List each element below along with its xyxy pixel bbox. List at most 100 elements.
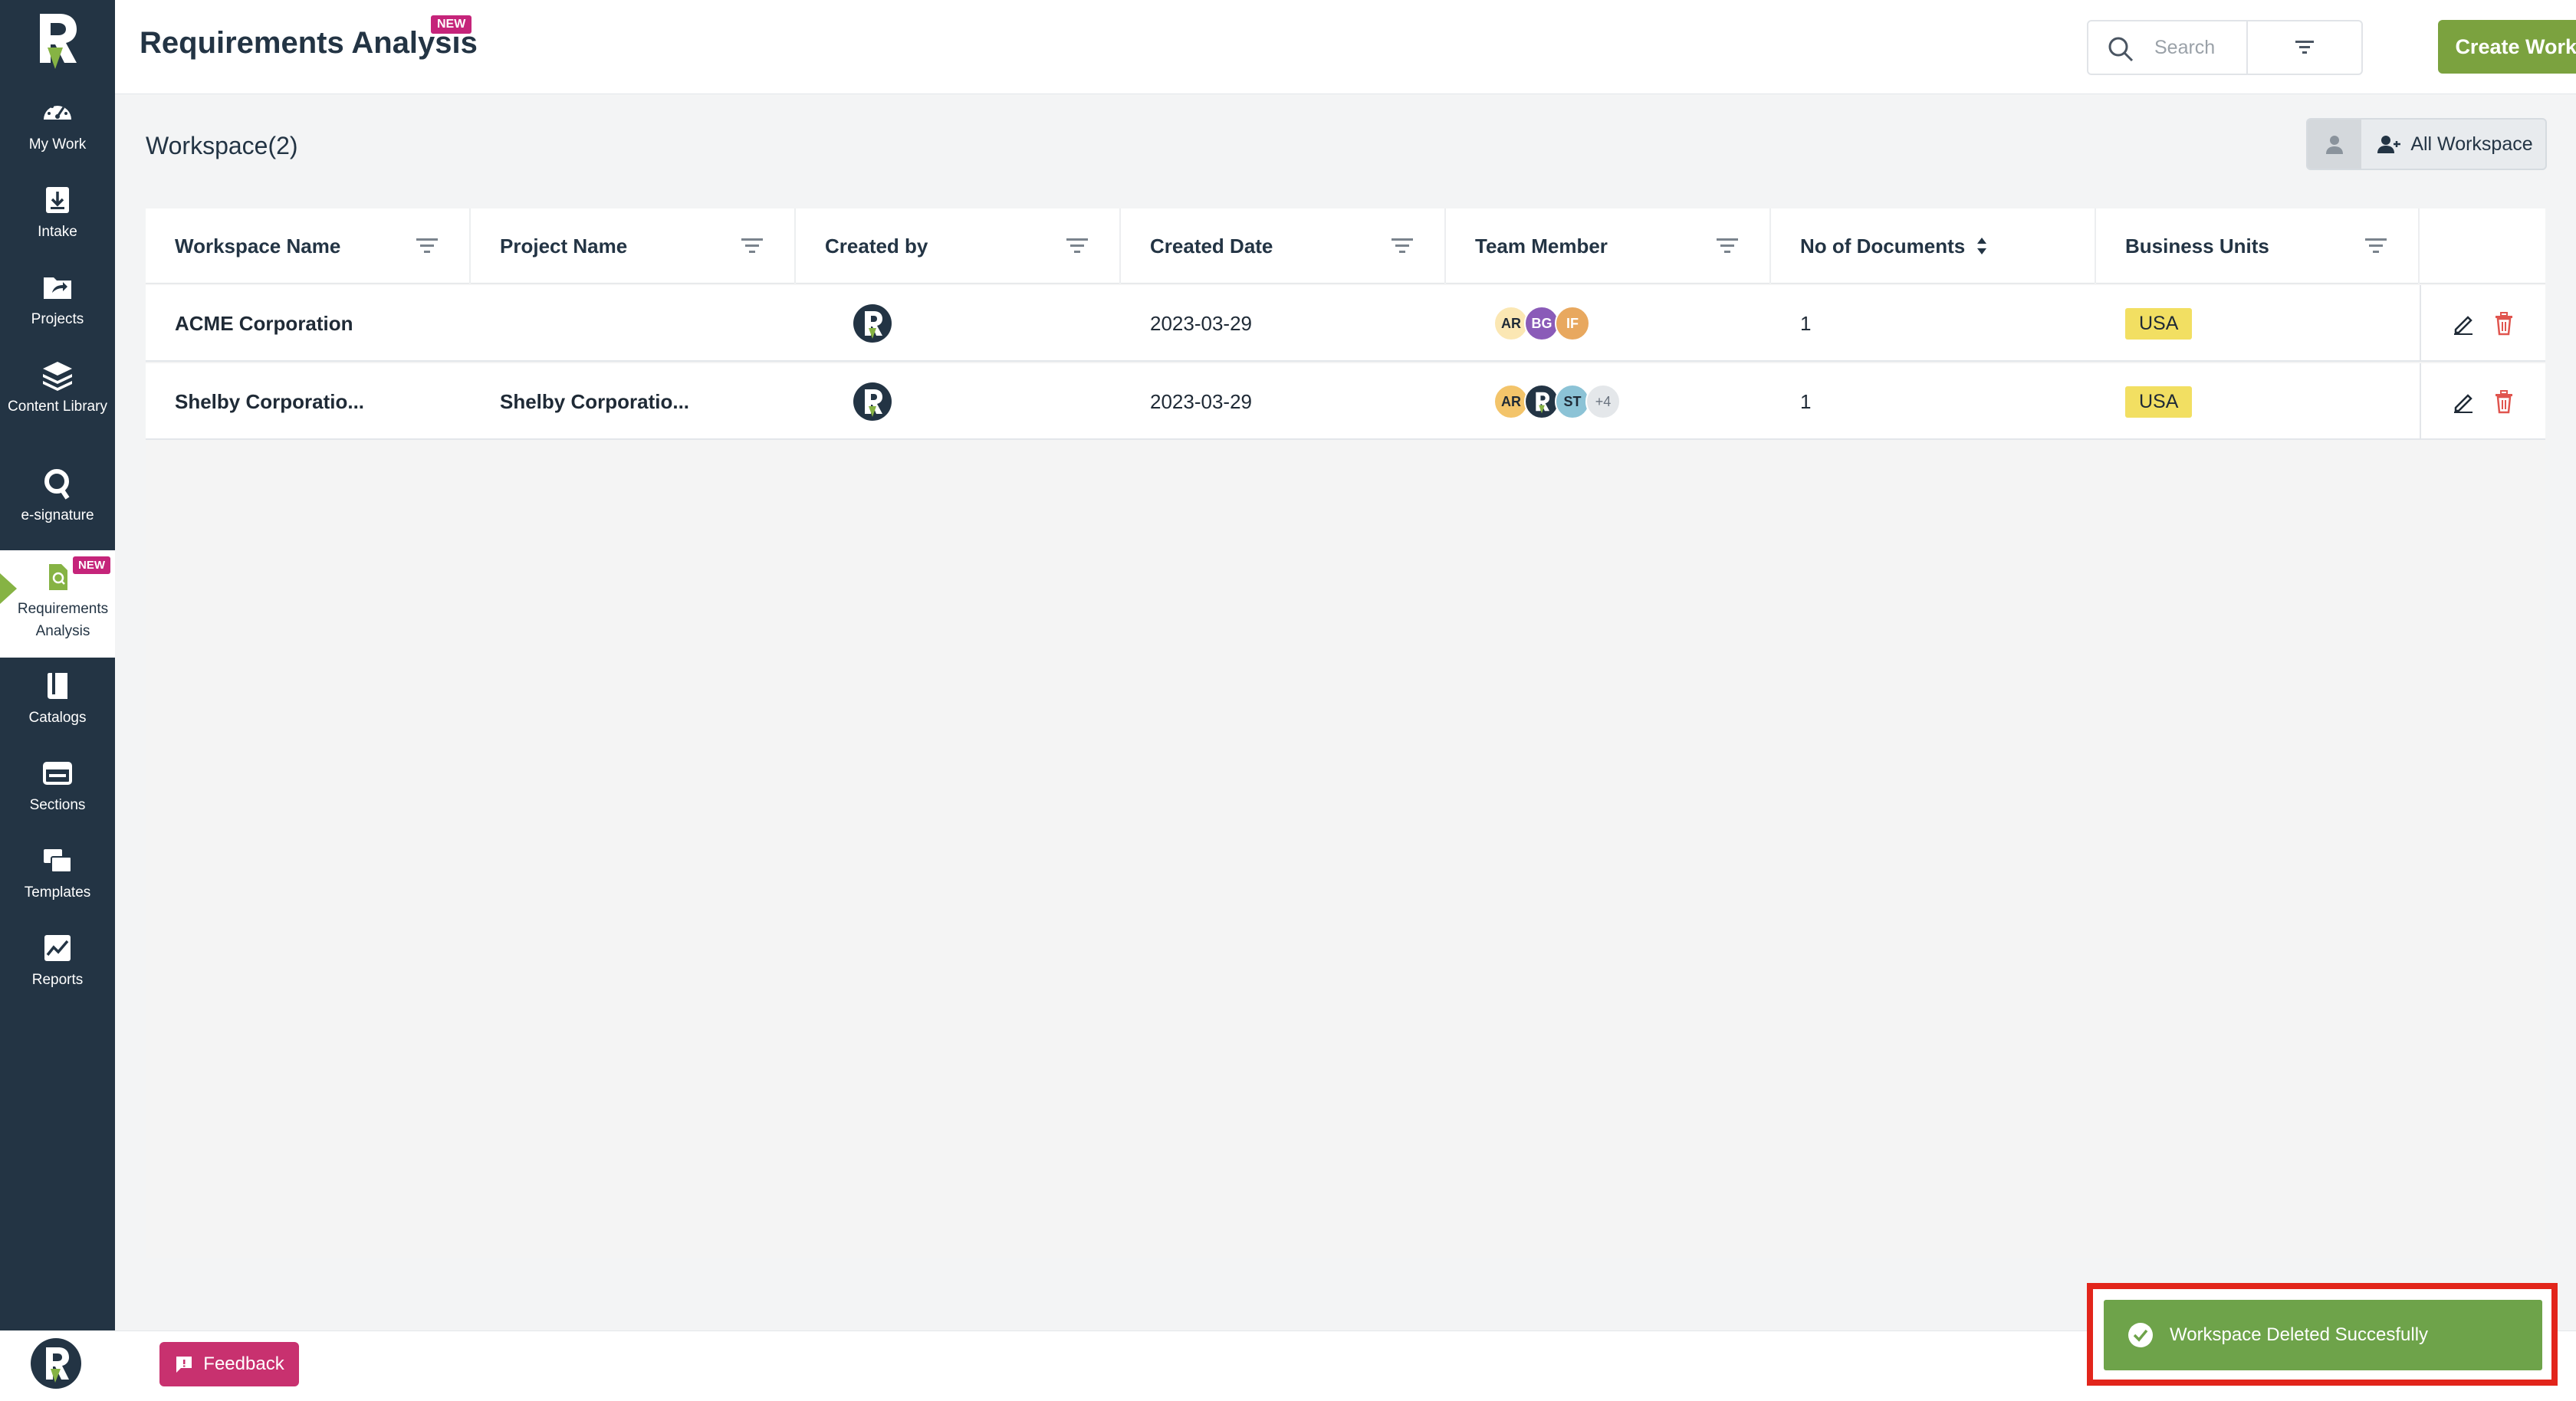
- column-team-member[interactable]: Team Member: [1446, 208, 1771, 284]
- rfp-logo-icon: [1536, 392, 1549, 414]
- sidebar-item-catalogs[interactable]: Catalogs: [0, 668, 115, 745]
- created-by-cell: [796, 363, 1121, 440]
- column-filter-icon[interactable]: [1064, 233, 1090, 259]
- workspace-name-cell[interactable]: Shelby Corporatio...: [175, 389, 365, 413]
- avatar-more-count[interactable]: +4: [1585, 384, 1621, 419]
- filter-icon: [2295, 41, 2314, 54]
- delete-icon[interactable]: [2492, 389, 2515, 414]
- templates-icon: [44, 849, 72, 873]
- avatar: BG: [1524, 306, 1559, 341]
- column-created-date[interactable]: Created Date: [1121, 208, 1446, 284]
- page-title: Requirements Analysis: [140, 26, 478, 60]
- document-analysis-icon: [49, 564, 67, 590]
- team-member-cell[interactable]: AR BG IF: [1446, 285, 1771, 362]
- new-badge: NEW: [431, 15, 472, 34]
- workspace-count-title: Workspace(2): [146, 132, 298, 159]
- documents-count-cell: 1: [1800, 311, 1812, 335]
- workspace-scope-toggle: All Workspace: [2306, 118, 2547, 170]
- avatar: ST: [1555, 384, 1590, 419]
- rfp-logo-icon[interactable]: [29, 1337, 83, 1390]
- users-icon: [2377, 136, 2401, 153]
- column-workspace-name[interactable]: Workspace Name: [146, 208, 471, 284]
- sidebar-item-sections[interactable]: Sections: [0, 756, 115, 832]
- new-badge: NEW: [73, 556, 110, 574]
- project-name-cell: Shelby Corporatio...: [500, 389, 690, 413]
- page-header: Requirements Analysis NEW Create Workspa…: [115, 0, 2576, 94]
- rfp-logo-icon[interactable]: [29, 9, 84, 71]
- created-date-cell: 2023-03-29: [1150, 311, 1252, 335]
- edit-icon[interactable]: [2451, 311, 2476, 336]
- signature-icon: [44, 469, 70, 500]
- search-input[interactable]: [2154, 32, 2262, 63]
- creator-avatar-icon: [853, 382, 892, 421]
- business-unit-cell: USA: [2096, 285, 2420, 362]
- sidebar-item-reports[interactable]: Reports: [0, 930, 115, 1007]
- search-divider: [2246, 21, 2248, 75]
- search-box[interactable]: [2087, 20, 2363, 75]
- created-date-cell: 2023-03-29: [1150, 389, 1252, 413]
- sidebar-item-label: Content Library: [8, 399, 107, 415]
- column-filter-icon[interactable]: [1714, 233, 1740, 259]
- delete-icon[interactable]: [2492, 311, 2515, 336]
- business-unit-badge: USA: [2125, 307, 2193, 340]
- toast-highlight: Workspace Deleted Succesfully: [2087, 1283, 2558, 1386]
- created-by-cell: [796, 285, 1121, 362]
- sidebar-item-intake[interactable]: Intake: [0, 182, 115, 259]
- sidebar-item-label: Catalogs: [28, 710, 87, 726]
- sidebar-item-label: Templates: [24, 884, 91, 901]
- toast-message: Workspace Deleted Succesfully: [2170, 1324, 2429, 1345]
- check-circle-icon: [2128, 1323, 2153, 1347]
- create-workspace-button[interactable]: Create Workspace: [2438, 20, 2576, 74]
- sidebar-item-my-work[interactable]: My Work: [0, 95, 115, 172]
- edit-icon[interactable]: [2451, 389, 2476, 414]
- all-workspace-toggle[interactable]: All Workspace: [2363, 120, 2545, 169]
- table-header: Workspace Name Project Name Created by C…: [146, 208, 2545, 284]
- feedback-label: Feedback: [203, 1353, 284, 1374]
- sidebar-item-label: My Work: [28, 136, 87, 153]
- table-row[interactable]: Shelby Corporatio... Shelby Corporatio..…: [146, 363, 2545, 440]
- sidebar-item-e-signature[interactable]: e-signature: [0, 466, 115, 543]
- project-name-cell: [471, 285, 796, 362]
- business-unit-cell: USA: [2096, 363, 2420, 440]
- all-workspace-label: All Workspace: [2410, 133, 2533, 155]
- sidebar-item-templates[interactable]: Templates: [0, 843, 115, 920]
- search-icon: [2108, 37, 2134, 62]
- sidebar-item-label: Projects: [31, 311, 84, 327]
- speedometer-icon: [44, 103, 71, 120]
- column-filter-icon[interactable]: [414, 233, 440, 259]
- column-business-units[interactable]: Business Units: [2096, 208, 2420, 284]
- sidebar-item-label: e-signature: [21, 507, 94, 523]
- sidebar-bottom: [0, 1330, 115, 1401]
- row-actions: [2420, 285, 2545, 362]
- team-member-cell[interactable]: AR ST +4: [1446, 363, 1771, 440]
- book-icon: [48, 673, 67, 699]
- filter-button[interactable]: [2249, 21, 2360, 74]
- business-unit-badge: USA: [2125, 386, 2193, 418]
- sidebar-item-requirements-analysis[interactable]: NEW Requirements Analysis: [0, 550, 115, 658]
- sidebar-item-content-library[interactable]: Content Library: [0, 357, 115, 455]
- sidebar-item-label: Reports: [31, 972, 84, 988]
- creator-avatar-icon: [853, 304, 892, 343]
- sidebar-item-label: Intake: [38, 224, 77, 240]
- feedback-button[interactable]: Feedback: [159, 1342, 299, 1386]
- sections-icon: [43, 762, 72, 785]
- sidebar: My Work Intake Projects Content Library …: [0, 0, 115, 1401]
- column-filter-icon[interactable]: [1389, 233, 1415, 259]
- success-toast[interactable]: Workspace Deleted Succesfully: [2104, 1300, 2542, 1370]
- sort-icon[interactable]: [1974, 235, 1990, 258]
- chart-line-icon: [44, 935, 71, 961]
- sidebar-item-label: Sections: [29, 797, 86, 813]
- column-filter-icon[interactable]: [739, 233, 765, 259]
- user-icon: [2326, 136, 2343, 154]
- workspace-name-cell[interactable]: ACME Corporation: [175, 311, 353, 335]
- table-row[interactable]: ACME Corporation 2023-03-29 AR BG IF 1 U…: [146, 285, 2545, 362]
- column-project-name[interactable]: Project Name: [471, 208, 796, 284]
- column-filter-icon[interactable]: [2363, 233, 2389, 259]
- sidebar-item-projects[interactable]: Projects: [0, 270, 115, 346]
- sidebar-item-label: Requirements Analysis: [17, 601, 109, 639]
- workspace-table: Workspace Name Project Name Created by C…: [146, 208, 2545, 1258]
- column-created-by[interactable]: Created by: [796, 208, 1121, 284]
- my-workspace-toggle[interactable]: [2308, 120, 2361, 169]
- column-no-of-documents[interactable]: No of Documents: [1771, 208, 2096, 284]
- layers-stack-icon: [43, 362, 72, 391]
